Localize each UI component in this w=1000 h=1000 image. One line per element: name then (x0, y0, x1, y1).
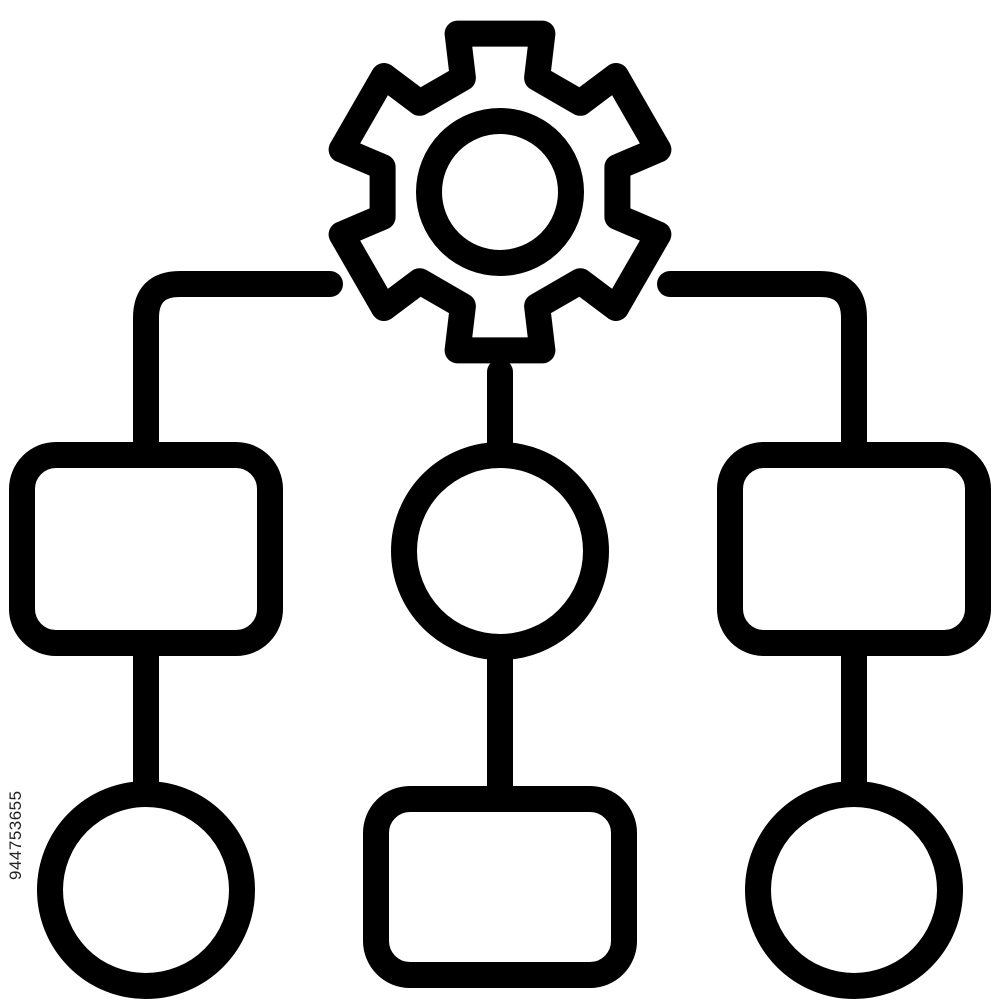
gear-icon (328, 20, 672, 364)
stock-image-id: 944753655 (6, 790, 25, 880)
gear-outline (328, 20, 672, 364)
connector-gear-to-left-box (133, 271, 343, 465)
left-end-circle (37, 781, 255, 999)
connector-gear-to-right-box (657, 271, 867, 465)
right-end-circle (745, 781, 963, 999)
left-process-box (9, 442, 283, 656)
gear-hub-circle (416, 108, 584, 276)
right-process-box (717, 442, 991, 656)
center-decision-circle (391, 442, 609, 660)
center-process-box (363, 786, 637, 988)
